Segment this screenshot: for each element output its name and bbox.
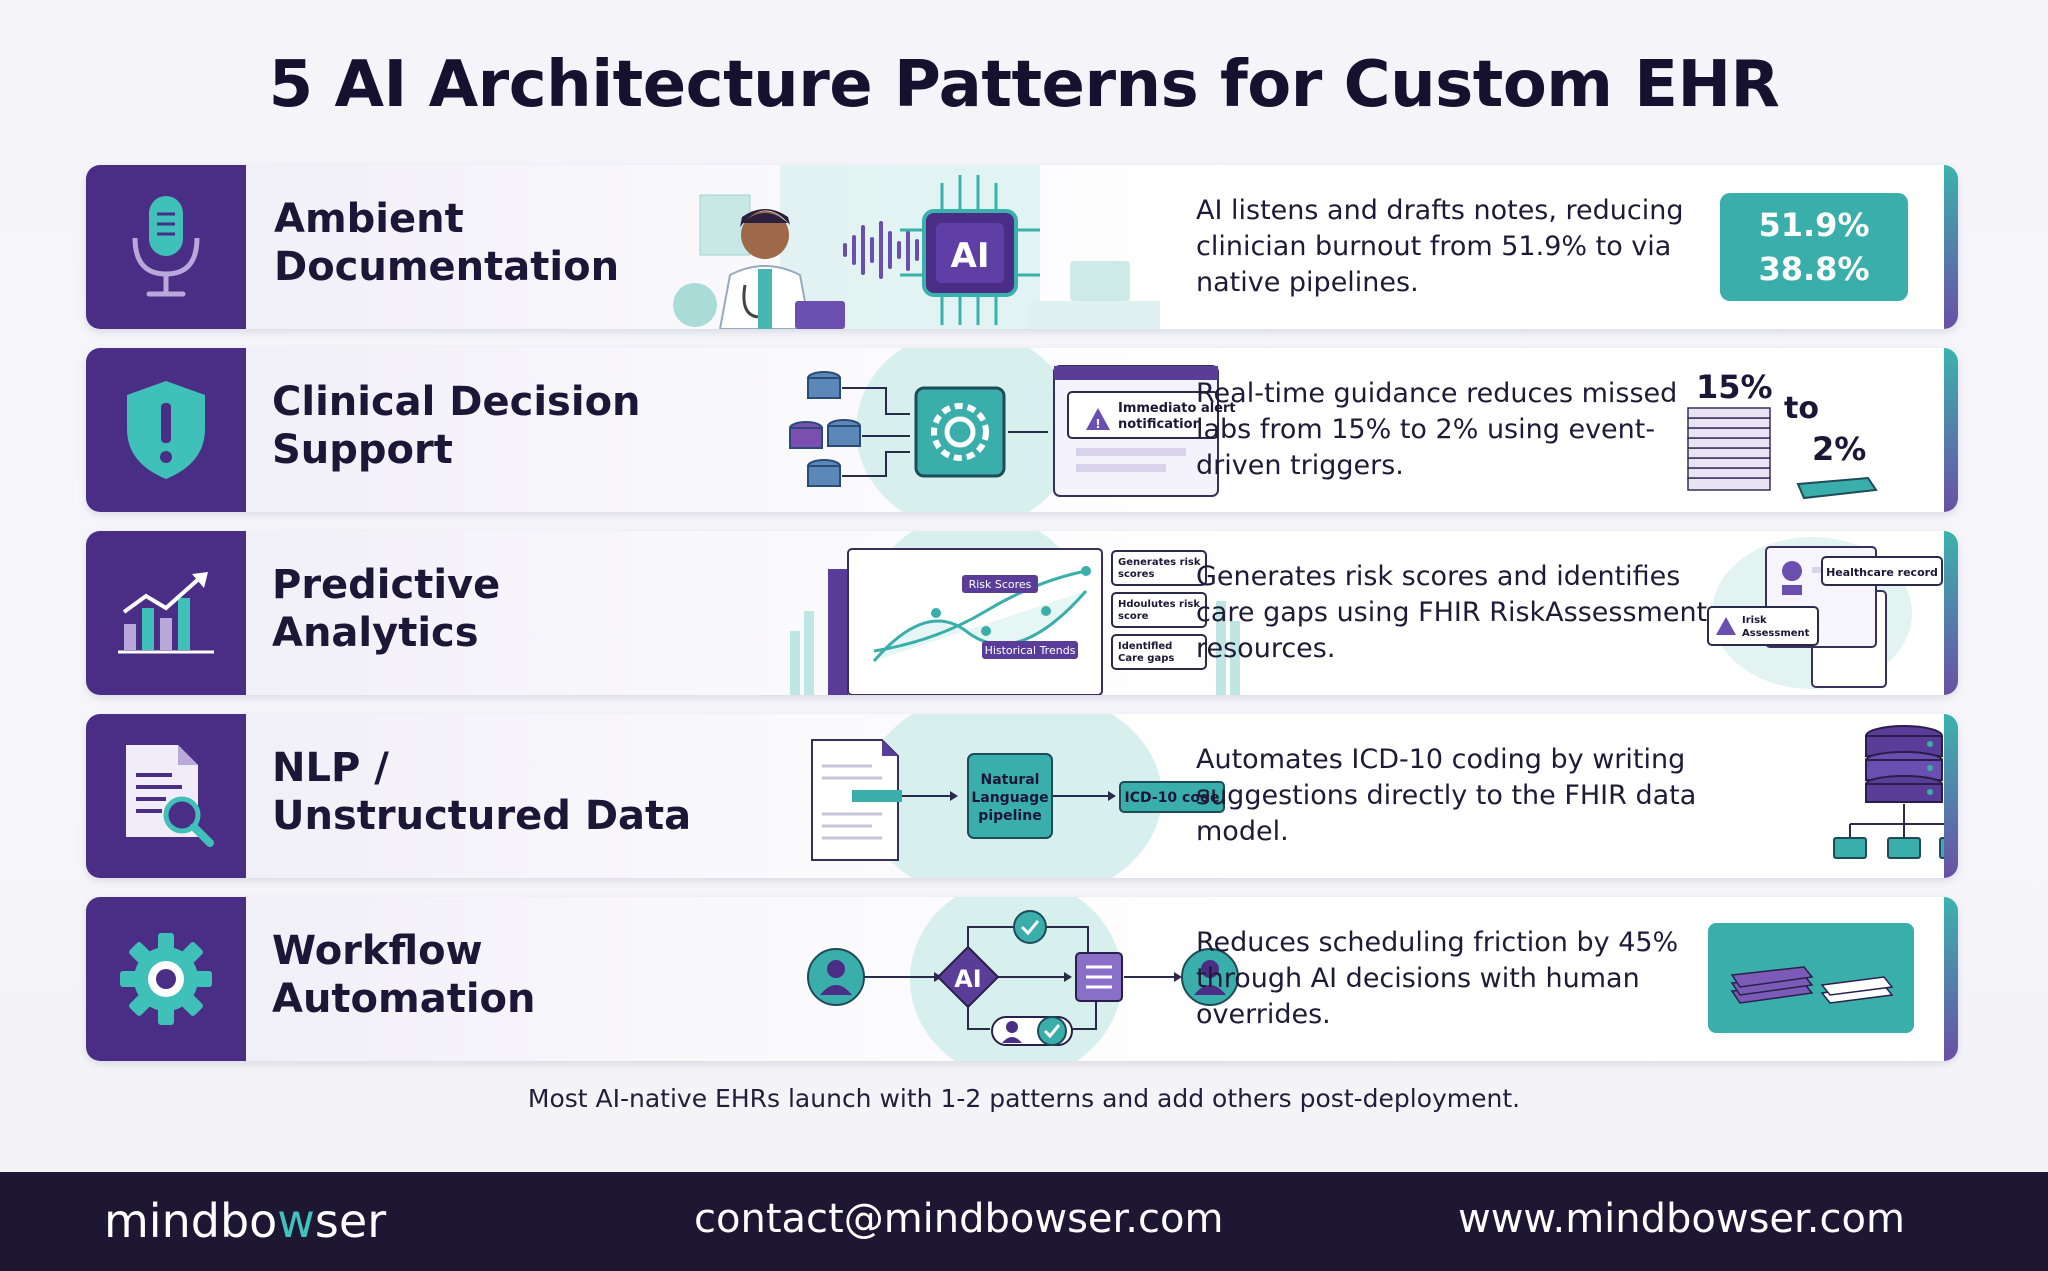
page-title: 5 AI Architecture Patterns for Custom EH…: [268, 48, 1780, 122]
ambient-illustration: AI: [673, 165, 1160, 329]
pattern-description: Automates ICD-10 coding by writing sugge…: [1196, 744, 1697, 847]
contact-email-link[interactable]: contact@mindbowser.com: [694, 1196, 1224, 1242]
svg-text:!: !: [1095, 417, 1100, 431]
document-search-icon: [86, 714, 246, 878]
gear-icon: [86, 897, 246, 1061]
metric-to: 38.8%: [1758, 250, 1870, 288]
workflow-illustration: AI: [807, 897, 1239, 1061]
pattern-name: Workflow Automation: [272, 928, 536, 1022]
pattern-card-clinical-decision-support: Clinical Decision Support ! Immediato al…: [86, 348, 1958, 512]
risk-scores-tag: Risk Scores: [969, 578, 1032, 591]
pattern-description: Real-time guidance reduces missed labs f…: [1196, 378, 1678, 481]
healthcare-record-label: Healthcare record: [1826, 566, 1938, 579]
pattern-description: Generates risk scores and identifies car…: [1196, 561, 1708, 664]
metric-from: 51.9%: [1758, 206, 1870, 244]
historical-trends-tag: Historical Trends: [985, 644, 1076, 657]
pattern-description: Reduces scheduling friction by 45% throu…: [1196, 927, 1679, 1030]
icd10-code-label: ICD-10 code: [1125, 790, 1220, 806]
metric-from: 15%: [1696, 368, 1773, 406]
pattern-name: Ambient Documentation: [274, 196, 620, 290]
mindbowser-logo: mindbowser: [104, 1194, 387, 1248]
microphone-icon: [86, 165, 246, 329]
predictive-illustration: Risk Scores Historical Trends Generates …: [790, 531, 1240, 695]
scheduling-graphic: [1708, 923, 1914, 1033]
metric-connector: to: [1784, 391, 1819, 426]
footnote-caption: Most AI-native EHRs launch with 1-2 patt…: [527, 1084, 1521, 1113]
pattern-card-predictive-analytics: Predictive Analytics Risk Scores Histori…: [86, 531, 1958, 695]
ai-decision-label: AI: [954, 965, 982, 993]
website-link[interactable]: www.mindbowser.com: [1458, 1196, 1905, 1242]
ai-chip-label: AI: [951, 236, 990, 276]
pattern-description: AI listens and drafts notes, reducing cl…: [1196, 195, 1684, 298]
metric-to: 2%: [1812, 430, 1866, 468]
pattern-card-ambient-documentation: Ambient Documentation: [86, 165, 1958, 329]
labs-metric-graphic: 15% to 2%: [1687, 368, 1878, 500]
pattern-card-workflow-automation: Workflow Automation AI Reduces schedulin…: [86, 897, 1958, 1061]
bar-chart-trend-icon: [86, 531, 246, 695]
fhir-database-graphic: [1833, 725, 1958, 859]
pattern-name: Predictive Analytics: [272, 562, 501, 656]
pattern-name: Clinical Decision Support: [272, 379, 641, 473]
shield-alert-icon: [86, 348, 246, 512]
burnout-metric-badge: 51.9% 38.8%: [1720, 193, 1908, 301]
footer-bar: mindbowser contact@mindbowser.com www.mi…: [0, 1172, 2048, 1271]
pattern-name: NLP / Unstructured Data: [272, 745, 692, 839]
